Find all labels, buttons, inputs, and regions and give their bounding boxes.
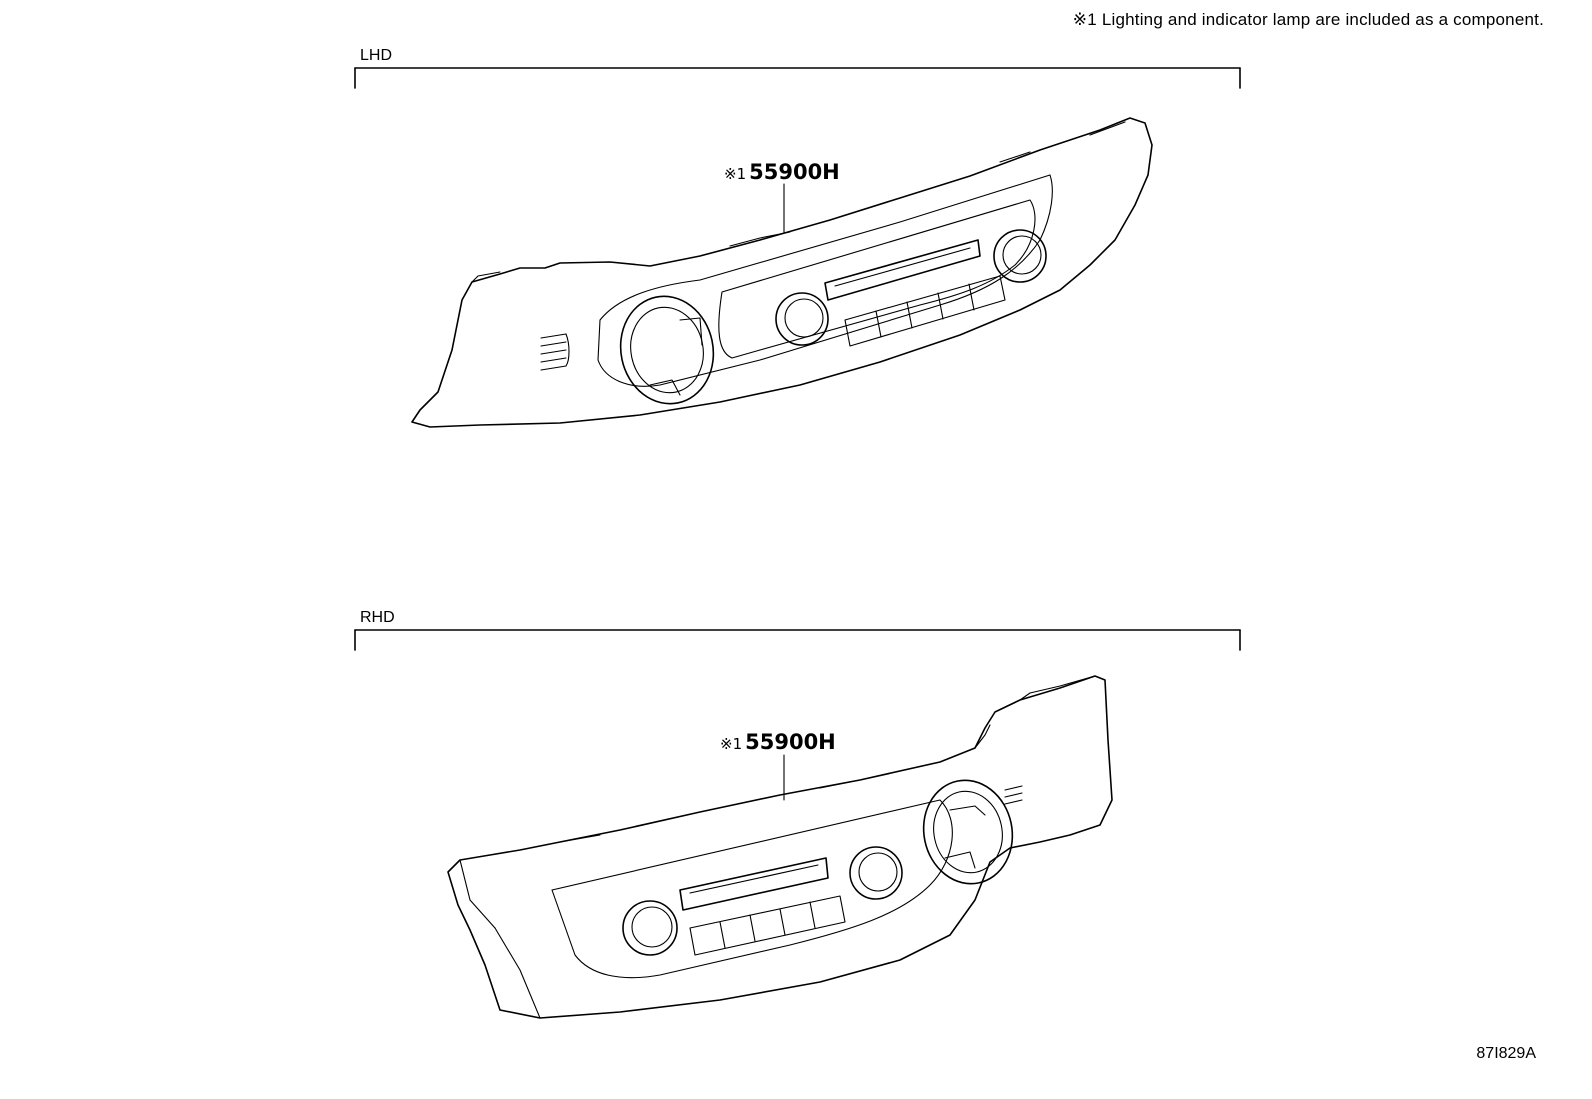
footnote: ※1 Lighting and indicator lamp are inclu… xyxy=(1073,10,1544,30)
lhd-bracket-line xyxy=(354,67,1241,89)
rhd-bracket-line xyxy=(354,629,1241,651)
lhd-heater-control-panel xyxy=(411,117,1153,428)
rhd-heater-control-panel xyxy=(447,675,1113,1019)
rhd-callout-mark: ※1 xyxy=(720,735,743,753)
drawing-id: 87I829A xyxy=(1476,1045,1536,1062)
section-label-lhd: LHD xyxy=(360,47,393,64)
footnote-text: Lighting and indicator lamp are included… xyxy=(1101,10,1544,29)
section-label-rhd: RHD xyxy=(360,609,395,626)
footnote-mark: ※1 xyxy=(1072,10,1097,29)
lhd-part-number[interactable]: 55900H xyxy=(749,160,840,184)
lhd-callout-mark: ※1 xyxy=(724,165,747,183)
rhd-part-number[interactable]: 55900H xyxy=(745,730,836,754)
